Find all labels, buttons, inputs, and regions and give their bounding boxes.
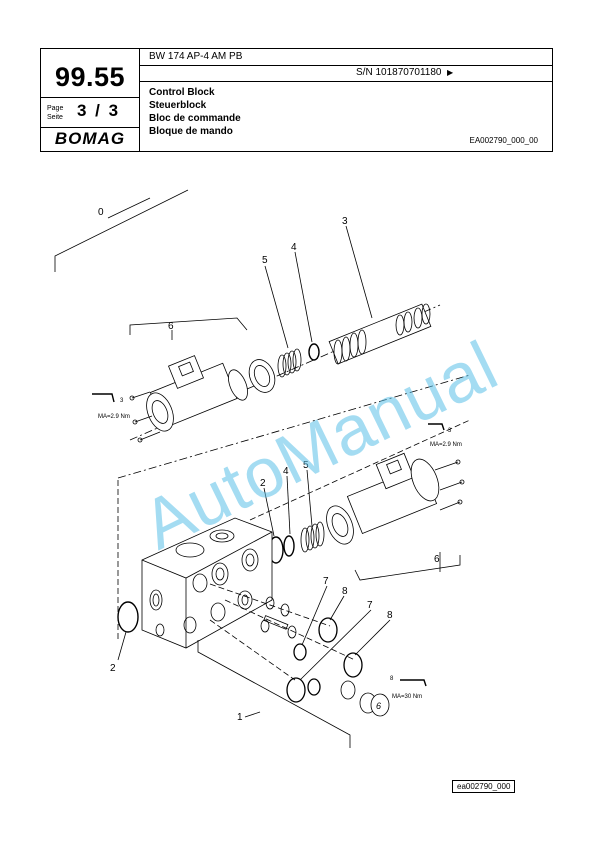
bracket-6-upper	[129, 317, 248, 335]
callout-1: 1	[237, 712, 243, 723]
page-label: Page Seite	[47, 104, 63, 122]
title-es: Bloque de mando	[149, 126, 233, 137]
callout-leaders	[117, 225, 391, 681]
group-number: 99.55	[54, 62, 126, 92]
control-block-body	[141, 517, 273, 649]
assembly-bracket	[54, 189, 189, 272]
washer-4-upper	[308, 343, 320, 361]
model-name: BW 174 AP-4 AM PB	[149, 51, 243, 62]
callout-4-upper: 4	[291, 242, 297, 253]
solenoid-lower	[346, 452, 465, 535]
upper-spool-parts	[248, 303, 432, 393]
bomag-logo: BOMAG	[54, 129, 126, 148]
page-number: 3 / 3	[77, 101, 121, 120]
exploded-view-drawing: 6 0 5 4 3 6 2 4 5 6 7 8 7 8 2	[54, 189, 471, 748]
callout-6-upper: 6	[168, 321, 174, 332]
serial-text: S/N 101870701180	[356, 67, 442, 78]
o-ring-2-left	[117, 601, 139, 633]
footer-reference: ea002790_000	[452, 780, 516, 793]
torque-value-right: MA=2.9 Nm	[430, 442, 462, 448]
header-table: 99.55 Page Seite 3 / 3 BOMAG BW 174 AP-4…	[40, 48, 553, 152]
spring-5-lower	[300, 521, 325, 553]
header-rule	[41, 97, 139, 98]
small-parts	[260, 596, 297, 639]
callout-8-upper: 8	[342, 586, 348, 597]
header-divider	[139, 49, 140, 151]
callout-0: 0	[98, 207, 104, 218]
torque-hex-plug: 8	[390, 676, 394, 682]
header-rule	[41, 127, 139, 128]
lower-spool-parts	[268, 505, 354, 564]
bracket-6-lower	[354, 555, 461, 581]
callout-2-right: 2	[260, 478, 266, 489]
washer-4-lower	[283, 535, 295, 557]
callout-6-lower: 6	[434, 554, 440, 565]
page-label-de: Seite	[47, 114, 63, 121]
arrow-right-icon: ▶	[447, 68, 454, 77]
callout-3: 3	[342, 216, 348, 227]
plug-screw: 6	[359, 692, 390, 717]
callout-2-left: 2	[110, 663, 116, 674]
title-en: Control Block	[149, 87, 215, 98]
torque-value-plug: MA=30 Nm	[392, 694, 422, 700]
torque-hex-right: 3	[448, 428, 452, 434]
title-de: Steuerblock	[149, 100, 207, 111]
seal-rings	[286, 617, 363, 703]
leader-line	[244, 711, 261, 718]
serial-number: S/N 101870701180 ▶	[356, 67, 453, 78]
callout-8-lower: 8	[387, 610, 393, 621]
callout-7-upper: 7	[323, 576, 329, 587]
solenoid-upper	[129, 355, 248, 443]
torque-hex-left: 3	[120, 398, 124, 404]
title-fr: Bloc de commande	[149, 113, 241, 124]
callout-5-lower: 5	[303, 460, 309, 471]
leader-line	[107, 197, 151, 219]
hex-key-icon	[92, 393, 445, 687]
centerline	[117, 374, 471, 479]
callout-5-upper: 5	[262, 255, 268, 266]
header-rule	[139, 65, 552, 66]
bracket-1	[197, 640, 351, 748]
spring-5-upper	[277, 348, 302, 378]
section-titles: Control Block Steuerblock Bloc de comman…	[149, 86, 241, 138]
callout-4-lower: 4	[283, 466, 289, 477]
header-rule	[139, 81, 552, 82]
spool-3-upper	[328, 303, 432, 365]
assembly-paths	[117, 419, 471, 681]
page-label-en: Page	[47, 105, 64, 112]
torque-value-left: MA=2.9 Nm	[98, 414, 130, 420]
drawing-code: EA002790_000_00	[469, 136, 538, 145]
callout-7-lower: 7	[367, 600, 373, 611]
svg-text:6: 6	[376, 701, 381, 711]
